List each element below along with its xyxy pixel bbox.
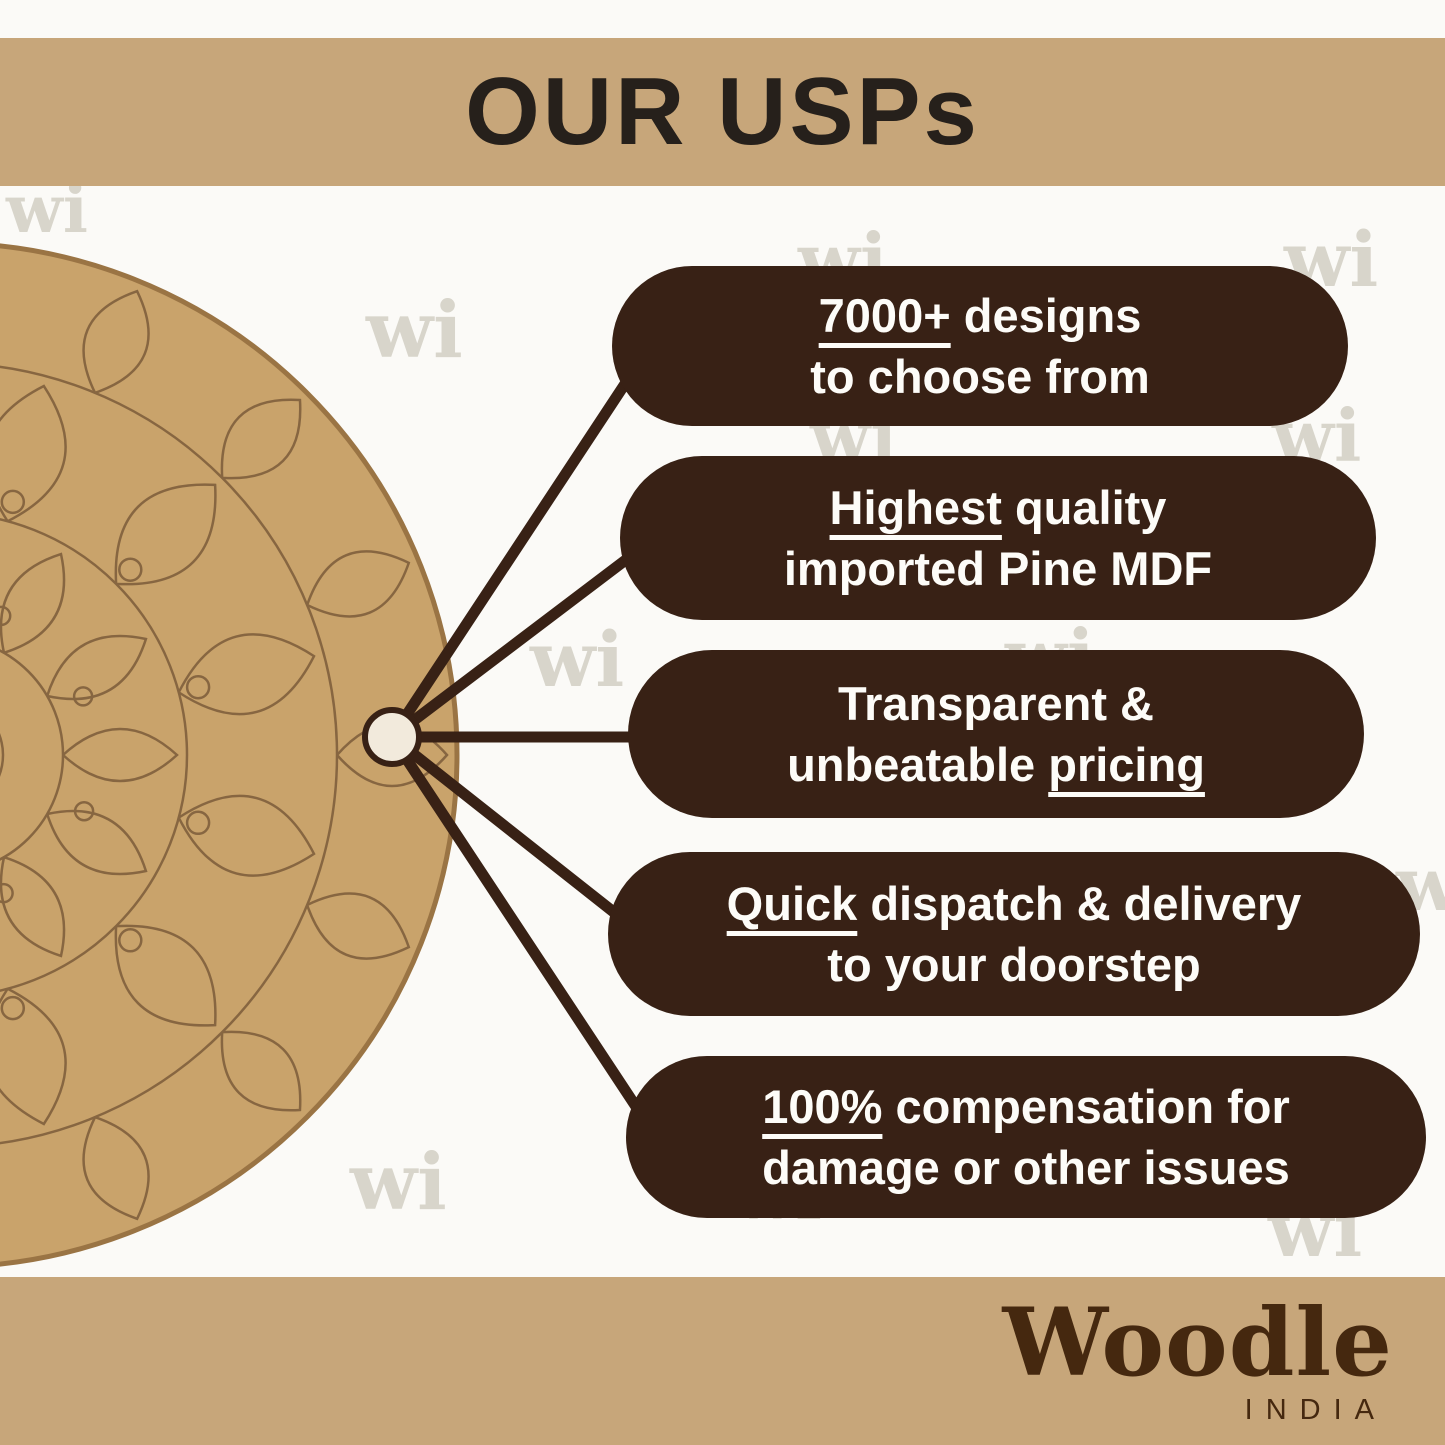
usp-pill-quality: Highest quality imported Pine MDF	[620, 456, 1376, 620]
pill-text-segment: quality	[1001, 480, 1167, 534]
pill-line: Quick dispatch & delivery	[727, 873, 1302, 934]
pill-text-segment: compensation for	[882, 1079, 1290, 1133]
pill-line: imported Pine MDF	[784, 538, 1212, 599]
watermark-logo: wi	[530, 615, 625, 704]
pill-line: to choose from	[810, 346, 1149, 407]
mdf-board-circle	[0, 243, 460, 1267]
pill-line: 7000+ designs	[819, 285, 1142, 346]
pill-line: Highest quality	[830, 477, 1167, 538]
pill-text-segment: 7000+	[818, 288, 951, 342]
watermark-logo: wi	[6, 170, 88, 248]
mandala-cutout	[0, 243, 460, 1267]
pill-line: unbeatable pricing	[787, 734, 1205, 795]
usp-pill-compensation: 100% compensation for damage or other is…	[626, 1056, 1426, 1218]
pill-text-segment: unbeatable	[787, 738, 1049, 791]
brand-logo: Woodle INDIA	[1002, 1296, 1393, 1427]
pill-line: to your doorstep	[827, 934, 1200, 995]
pill-text-segment: imported Pine MDF	[783, 542, 1213, 595]
pill-line: 100% compensation for	[762, 1076, 1290, 1137]
pill-text-segment: pricing	[1048, 738, 1205, 791]
watermark-logo: wi	[350, 1137, 447, 1228]
pill-text-segment: Highest	[829, 480, 1002, 534]
usp-pill-pricing: Transparent & unbeatable pricing	[628, 650, 1364, 818]
pill-text-segment: Transparent &	[837, 676, 1155, 730]
usp-pill-designs: 7000+ designs to choose from	[612, 266, 1348, 426]
pill-text-segment: damage or other issues	[762, 1141, 1290, 1194]
top-band: OUR USPs	[0, 38, 1445, 186]
pill-text-segment: designs	[950, 288, 1142, 342]
brand-name: Woodle	[1002, 1288, 1393, 1398]
brand-country: INDIA	[1244, 1394, 1387, 1426]
pill-line: Transparent &	[838, 673, 1154, 734]
pill-text-segment: to choose from	[810, 350, 1150, 403]
page-title: OUR USPs	[465, 58, 980, 165]
pill-text-segment: to your doorstep	[827, 938, 1201, 991]
usp-pill-dispatch: Quick dispatch & delivery to your doorst…	[608, 852, 1420, 1016]
pill-text-segment: 100%	[762, 1079, 883, 1133]
pill-text-segment: Quick	[726, 876, 858, 930]
pill-text-segment: dispatch & delivery	[857, 876, 1302, 930]
pill-line: damage or other issues	[762, 1137, 1290, 1198]
bottom-band	[0, 1277, 1445, 1445]
